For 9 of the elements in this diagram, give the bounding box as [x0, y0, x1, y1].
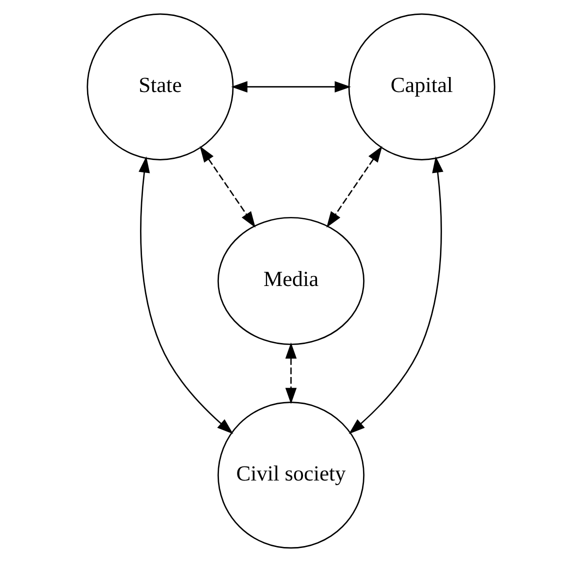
arrow [348, 156, 443, 434]
arrow [138, 156, 233, 434]
node-ellipse: Media [217, 216, 364, 346]
arrow [199, 146, 255, 228]
arrow [230, 81, 350, 92]
node-circle: Capital [348, 13, 495, 160]
node-circle: State [86, 13, 234, 160]
arrow [326, 146, 382, 228]
arrow [284, 342, 296, 404]
